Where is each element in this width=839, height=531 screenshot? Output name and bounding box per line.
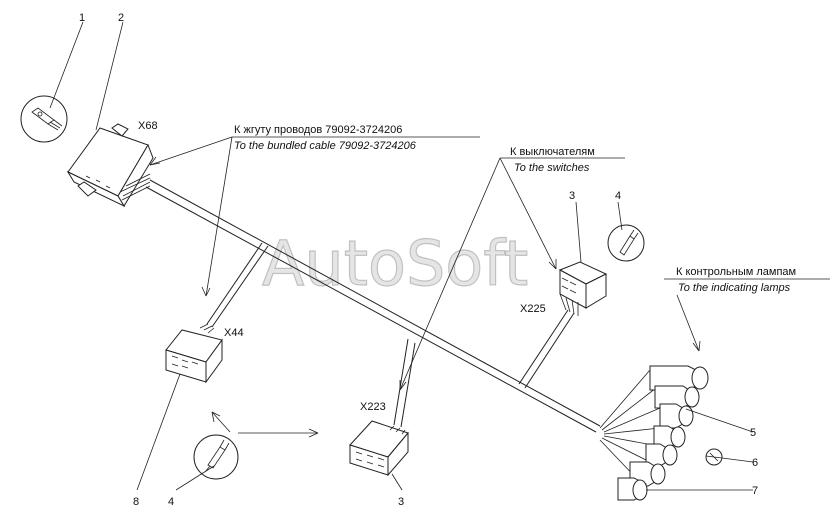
position-3-bottom: 3 [398,496,404,508]
position-2: 2 [118,12,124,24]
terminal-detail-4-bottom [193,434,239,480]
leader-lines [49,21,830,491]
label-x44: X44 [224,327,244,339]
position-7: 7 [752,485,758,497]
lamp-sockets [599,365,709,501]
branch-x225 [518,309,575,389]
callout-lamps-en: To the indicating lamps [678,282,791,294]
callout-lamps-ru: К контрольным лампам [676,266,796,278]
branch-x223 [393,338,416,428]
position-4-top: 4 [615,190,621,202]
label-x225: X225 [520,303,546,315]
label-x68: X68 [138,120,158,132]
position-6: 6 [752,457,758,469]
lamp-socket [649,365,709,391]
branch-x44 [206,242,269,328]
terminal-6 [705,448,723,466]
watermark: AutoSoft [262,227,528,300]
main-trunk [145,179,601,433]
position-1: 1 [79,12,85,24]
lamp-socket [617,477,648,501]
lamp-socket [653,425,686,449]
connector-x44 [165,323,223,384]
callout-switches-ru: К выключателям [510,146,595,158]
lamp-socket [645,443,678,467]
connector-x223 [349,420,409,477]
callout-bundled-ru: К жгуту проводов 79092-3724206 [234,124,402,136]
terminal-detail-1 [20,95,68,143]
lamp-socket [654,385,700,409]
label-x223: X223 [360,401,386,413]
position-4-bottom: 4 [168,496,174,508]
callout-switches-en: To the switches [514,162,590,174]
position-5: 5 [750,427,756,439]
connector-x68 [66,123,154,208]
lamp-socket [659,403,694,429]
position-8: 8 [133,496,139,508]
callout-bundled-en: To the bundled cable 79092-3724206 [234,140,417,152]
connector-x225 [558,261,608,316]
position-3-top: 3 [569,190,575,202]
terminal-detail-4-top [607,224,645,262]
